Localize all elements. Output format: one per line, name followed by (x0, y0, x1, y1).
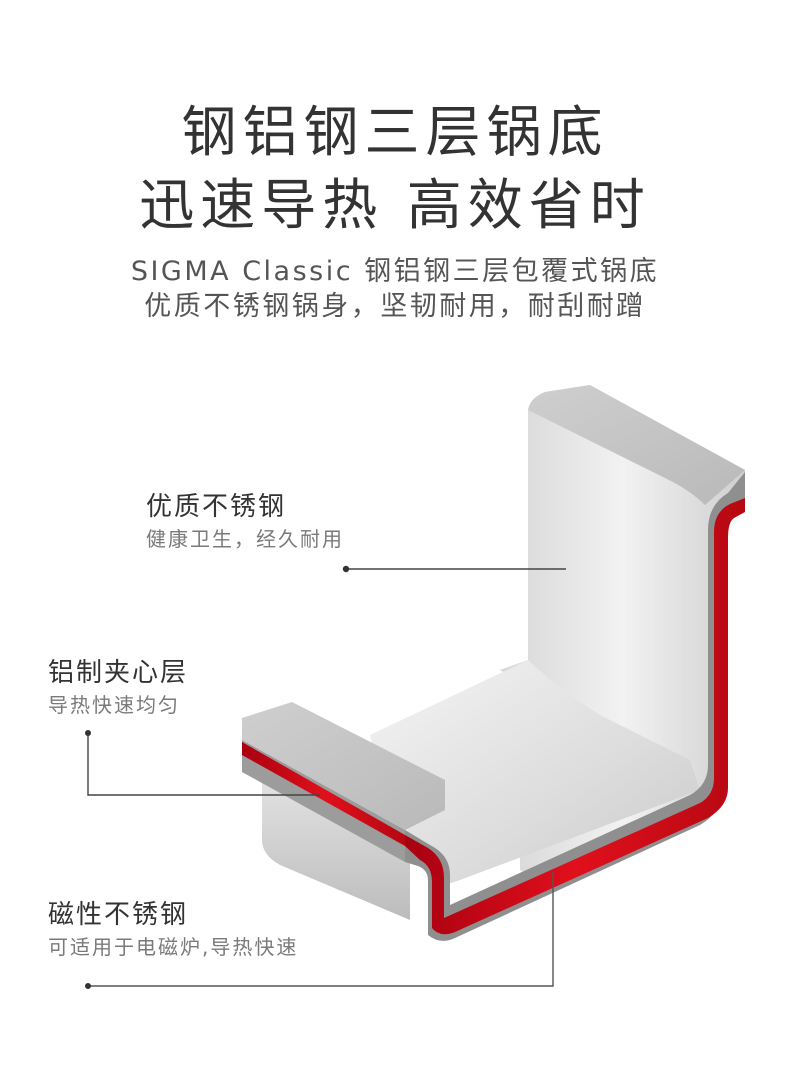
leader-line-stainless (342, 565, 566, 573)
callout-magnetic-description: 可适用于电磁炉,导热快速 (48, 935, 299, 959)
callout-stainless-description: 健康卫生，经久耐用 (146, 527, 344, 551)
callout-aluminum-title: 铝制夹心层 (48, 658, 189, 688)
outer-step-block (242, 702, 445, 920)
headline-line-2: 迅速导热 高效省时 (139, 173, 651, 237)
inner-stainless-layer (370, 385, 745, 885)
headline-line-1: 钢铝钢三层锅底 (181, 100, 609, 164)
subheadline-line-1: SIGMA Classic 钢铝钢三层包覆式锅底 (130, 256, 660, 287)
subheadline-line-2: 优质不锈钢锅身，坚韧耐用，耐刮耐蹭 (144, 291, 646, 322)
aluminum-core-layer (242, 498, 745, 935)
leader-line-aluminum (85, 730, 320, 796)
leader-line-magnetic (85, 872, 554, 989)
callout-magnetic-title: 磁性不锈钢 (48, 900, 189, 930)
callout-stainless-title: 优质不锈钢 (146, 492, 287, 522)
callout-aluminum-description: 导热快速均匀 (48, 693, 180, 717)
